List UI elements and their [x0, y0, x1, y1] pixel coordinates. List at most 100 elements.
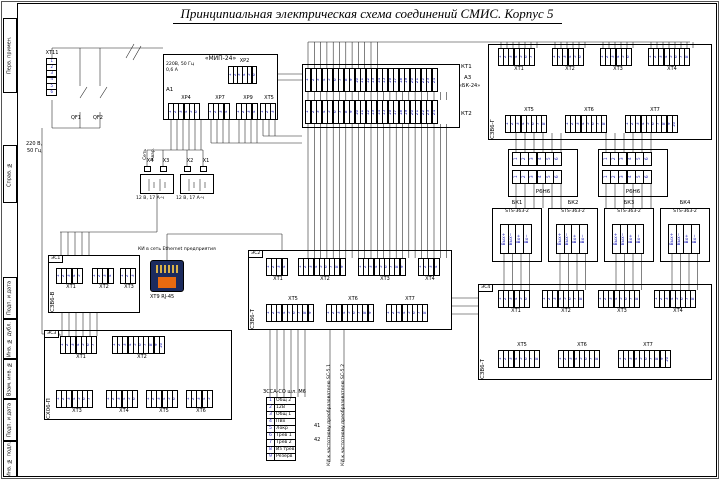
terminal-label: 3 [156, 397, 162, 401]
terminal-label: 8 [601, 122, 607, 126]
strip-label-x1: Х1 [202, 158, 210, 164]
title-area: Принципиальная электрическая схема соеди… [17, 3, 717, 24]
strip-label-x3: Х3 [162, 158, 170, 164]
terminal-label: Вых+ [557, 232, 563, 246]
block-title: STS-363-2 [561, 209, 585, 214]
terminal-label: 8 [343, 78, 349, 82]
terminal-label: 4 [127, 343, 133, 347]
terminal-label: 1 [120, 274, 125, 278]
table-cell: 2 [266, 404, 275, 412]
terminal-label: 2 [653, 55, 658, 59]
terminal-label: 4 [567, 55, 573, 59]
terminal-cell: 10 [671, 115, 678, 133]
terminal-label: 10 [158, 342, 164, 348]
mip-rating-2: 0,6 А [166, 68, 178, 73]
terminal-label: 7 [389, 265, 394, 269]
terminal-label: 4 [121, 397, 127, 401]
page-title: Принципиальная электрическая схема соеди… [172, 6, 562, 24]
block-r6n6b: Р6Н6 [598, 149, 668, 197]
terminal-label: 4 [251, 110, 257, 113]
terminal-label: 7 [87, 397, 92, 401]
terminal-strip-bk1s: Вых+Вых−Вх+Вх− [500, 224, 532, 254]
terminal-label: Вх+ [628, 234, 634, 244]
terminal-label: 3 [246, 110, 252, 113]
terminal-label: 1 [498, 357, 503, 361]
terminal-label: 2 [503, 357, 508, 361]
block-top-label: БК1 [511, 200, 523, 206]
terminal-label: 6 [578, 55, 583, 59]
table-cell: Трев 2 [273, 439, 297, 447]
terminal-label: 2 [125, 274, 130, 278]
terminal-label: 2 [111, 397, 116, 401]
terminal-label: 3 [66, 397, 72, 401]
terminal-label: 2 [659, 297, 664, 301]
terminal-label: 16 [387, 109, 393, 115]
block-caption: Р6Н6 [625, 189, 641, 196]
terminal-label: 19 [404, 77, 409, 83]
terminal-label: 2 [241, 110, 246, 113]
terminal-cell: 6 [643, 152, 653, 166]
terminal-label: 5 [50, 83, 53, 88]
terminal-cell [144, 166, 151, 172]
terminal-label: 4 [580, 122, 586, 126]
terminal-label: 3 [218, 110, 224, 113]
strip-label-e3e: ХТ5 [159, 408, 169, 414]
terminal-cell: 8 [684, 48, 691, 66]
terminal-label: 2 [503, 55, 508, 59]
terminal-label: 4 [557, 297, 563, 301]
terminal-cell: 4 [251, 103, 258, 120]
terminal-label: 10 [664, 356, 670, 362]
strip-label-g5: ХТ5 [524, 107, 534, 113]
terminal-label: 1 [112, 343, 117, 347]
terminal-label: 15 [382, 77, 387, 83]
terminal-cell: 9 [307, 304, 314, 322]
terminal-cell: 24 [431, 100, 438, 124]
net-note: Сеть [143, 149, 148, 160]
mains-voltage-2: 50 Гц [27, 148, 42, 154]
terminal-label: 7 [679, 55, 684, 59]
terminal-label: 6 [626, 55, 631, 59]
terminal-label: 1 [600, 55, 605, 59]
terminal-cell: Вх− [523, 224, 532, 254]
terminal-label: 6 [412, 311, 417, 315]
terminal-label: 2 [310, 78, 316, 82]
terminal-label: 2 [151, 397, 156, 401]
rj45-label: ХТ9 RJ-45 [150, 294, 175, 300]
terminal-label: 8 [594, 357, 600, 361]
terminal-label: 2 [65, 343, 70, 347]
terminal-label: 7 [649, 357, 654, 361]
terminal-label: 7 [91, 343, 96, 347]
terminal-label: 3 [196, 397, 202, 401]
terminal-label: 3 [568, 357, 574, 361]
terminal-label: 2 [423, 265, 428, 269]
block-ref: ЭС2 [249, 251, 264, 259]
terminal-label: 4 [628, 175, 633, 179]
terminal-label: 3 [664, 297, 670, 301]
terminal-label: 2 [611, 157, 617, 161]
wire-41: 41 [314, 423, 321, 429]
terminal-cell: 4 [223, 103, 230, 120]
terminal-label: 6 [292, 311, 297, 315]
strip-label-e3f: ХТ6 [196, 408, 206, 414]
terminal-label: 2 [611, 175, 617, 179]
terminal-label: 3 [368, 265, 374, 269]
terminal-label: 2 [61, 274, 66, 278]
terminal-label: 7 [685, 297, 690, 301]
terminal-label: 1 [498, 55, 503, 59]
terminal-label: 1 [298, 265, 303, 269]
terminal-label: 2 [173, 110, 178, 113]
